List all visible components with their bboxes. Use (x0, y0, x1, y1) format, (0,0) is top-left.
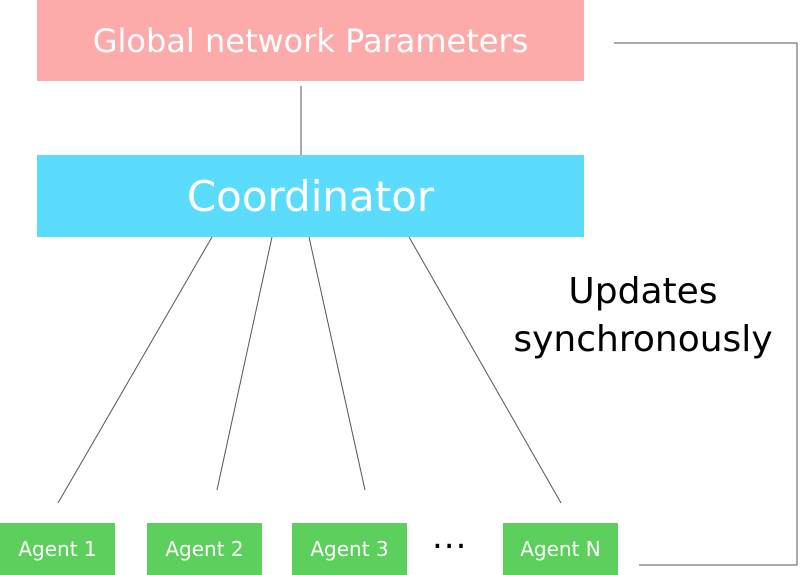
global-network-parameters-label: Global network Parameters (92, 21, 529, 60)
agent-3-box: Agent 3 (292, 523, 407, 575)
agent-1-box: Agent 1 (0, 523, 115, 575)
updates-label-line1: Updates (568, 271, 718, 312)
agent-3-label: Agent 3 (310, 537, 389, 561)
coordinator-to-agent1-line (57, 236, 213, 504)
agent-1-label: Agent 1 (18, 537, 97, 561)
agent-2-box: Agent 2 (147, 523, 262, 575)
coordinator-to-agent2-line (216, 236, 273, 491)
global-network-parameters-box: Global network Parameters (37, 0, 584, 81)
more-agents-ellipsis: ... (432, 517, 468, 557)
sync-update-bracket (614, 42, 798, 566)
updates-synchronously-label: Updates synchronously (498, 268, 788, 364)
coordinator-to-agentn-line (408, 236, 562, 504)
coordinator-box: Coordinator (37, 155, 584, 237)
updates-label-line2: synchronously (513, 319, 773, 360)
coordinator-to-agent3-line (308, 236, 366, 491)
agent-n-label: Agent N (520, 537, 601, 561)
coordinator-label: Coordinator (186, 171, 435, 221)
agent-2-label: Agent 2 (165, 537, 244, 561)
agent-n-box: Agent N (503, 523, 618, 575)
